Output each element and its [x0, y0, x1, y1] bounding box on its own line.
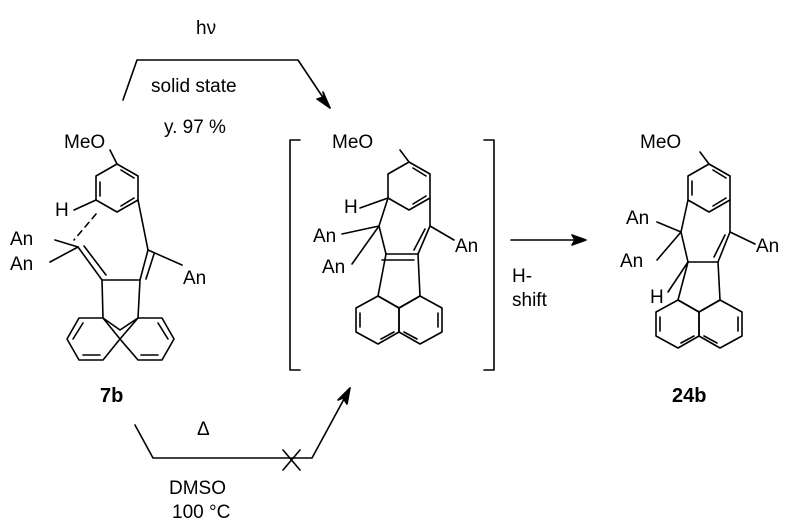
an-intermediate-right: An: [455, 236, 478, 257]
h-7b: H: [55, 200, 69, 221]
temperature-label: 100 °C: [172, 502, 230, 523]
h-intermediate: H: [344, 197, 358, 218]
methoxy-intermediate: MeO: [332, 132, 373, 153]
methoxy-7b: MeO: [64, 132, 105, 153]
an-intermediate-bottom: An: [322, 257, 345, 278]
compound-7b: [49, 149, 183, 361]
hshift-label-line2: shift: [512, 290, 548, 311]
photochemical-arrow: [122, 59, 331, 109]
yield-label: y. 97 %: [164, 117, 226, 138]
an-24b-bottom: An: [620, 251, 643, 272]
hv-label: hν: [196, 18, 216, 39]
hshift-arrow: [510, 234, 587, 246]
compound-label-24b: 24b: [672, 385, 706, 407]
an-7b-right: An: [183, 268, 206, 289]
an-24b-top: An: [626, 208, 649, 229]
heat-label: Δ: [197, 419, 210, 440]
methoxy-24b: MeO: [640, 132, 681, 153]
solid-state-label: solid state: [151, 76, 237, 97]
an-intermediate-top: An: [313, 226, 336, 247]
an-24b-right: An: [756, 236, 779, 257]
solvent-label: DMSO: [169, 478, 226, 499]
right-bracket: [483, 139, 495, 371]
left-bracket: [289, 139, 301, 371]
h-24b: H: [650, 287, 664, 308]
compound-label-7b: 7b: [100, 385, 123, 407]
an-7b-top: An: [10, 229, 33, 250]
intermediate: [341, 149, 455, 345]
hshift-label-line1: H-: [512, 266, 532, 287]
an-7b-bottom: An: [10, 254, 33, 275]
thermal-arrow: [134, 387, 351, 471]
anisole-ring-7b: [95, 163, 139, 213]
compound-24b: [655, 151, 756, 349]
